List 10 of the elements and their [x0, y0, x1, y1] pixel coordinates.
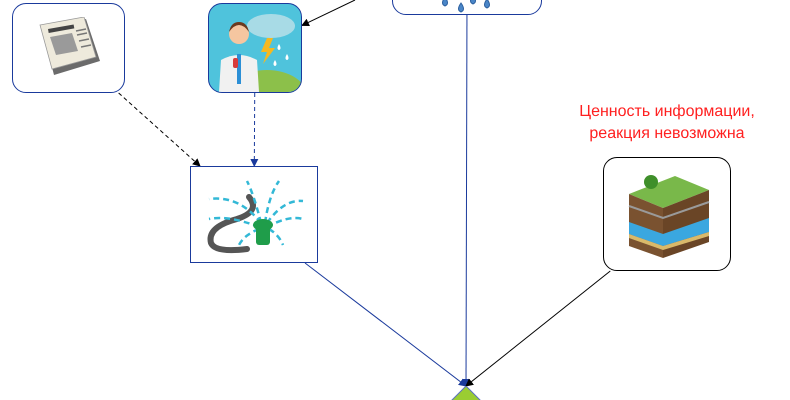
- node-caption: Ценность информации, реакция невозможна: [578, 102, 756, 144]
- arrow: [462, 14, 470, 387]
- newspaper-node: [12, 3, 125, 93]
- arrow: [465, 270, 611, 387]
- arrow: [301, 0, 356, 26]
- arrow: [250, 92, 258, 167]
- arrow: [118, 92, 201, 167]
- soil-layers-node: [603, 157, 731, 271]
- sprinkler-node: [190, 166, 318, 263]
- arrow: [304, 262, 467, 387]
